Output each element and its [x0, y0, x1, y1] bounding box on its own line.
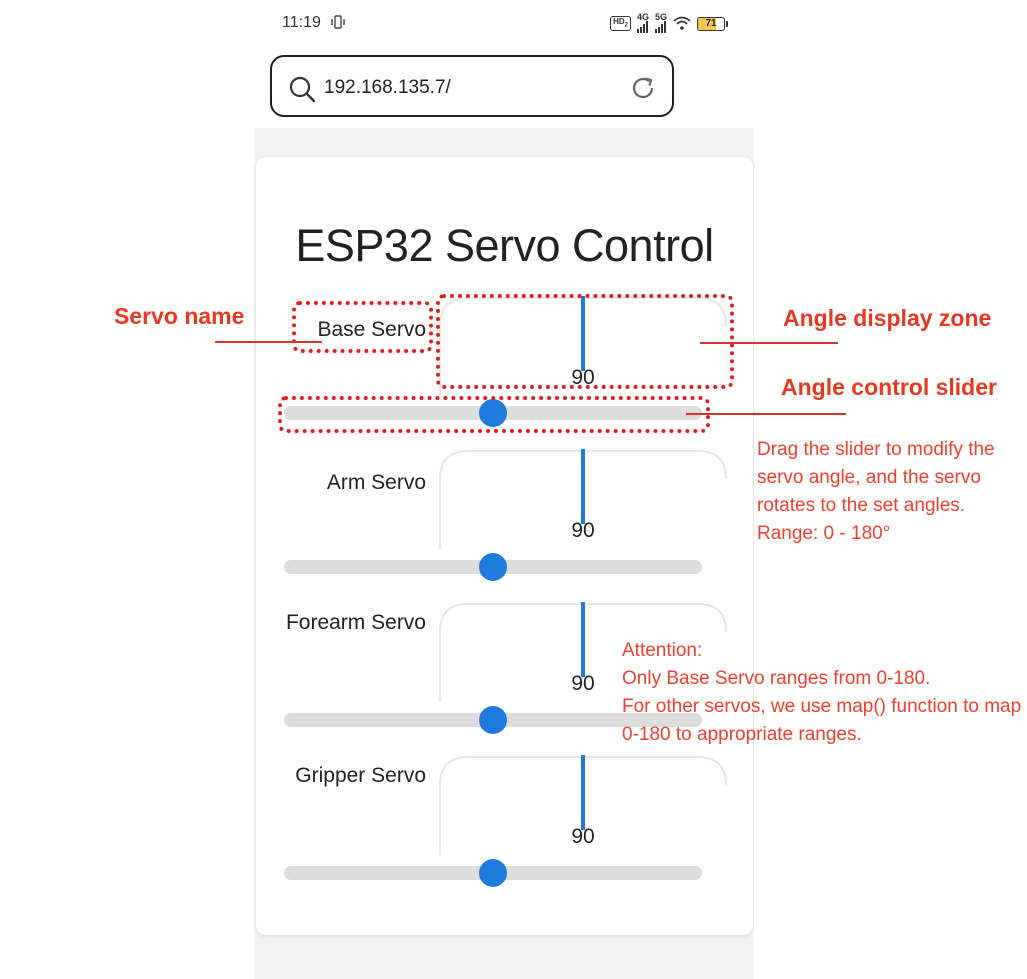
search-icon[interactable]	[288, 75, 316, 103]
angle-slider[interactable]	[284, 552, 702, 582]
drag-note: Drag the slider to modify the servo angl…	[757, 439, 995, 544]
annotation-servo-name: Servo name	[114, 303, 245, 329]
annotation-angle-slider: Angle control slider	[781, 374, 997, 400]
status-time: 11:19	[282, 14, 321, 31]
angle-value: 90	[571, 672, 595, 695]
angle-slider[interactable]	[284, 705, 702, 735]
slider-thumb[interactable]	[479, 553, 507, 581]
angle-value: 90	[571, 366, 595, 389]
reload-icon[interactable]	[630, 75, 656, 101]
battery-icon: 71	[697, 16, 728, 31]
status-bar: 11:19 HD2 4G 5G 71	[282, 12, 728, 34]
angle-value: 90	[571, 519, 595, 542]
gauge-arc	[439, 603, 727, 702]
net-4g: 4G	[636, 13, 649, 33]
attention-note: Attention: Only Base Servo ranges from 0…	[622, 640, 1022, 745]
slider-thumb[interactable]	[479, 399, 507, 427]
angle-slider-highlight	[278, 396, 710, 433]
servo-name: Gripper Servo	[295, 764, 426, 787]
annotation-angle-display: Angle display zone	[783, 305, 992, 331]
servo-name: Base Servo	[317, 318, 426, 341]
gauge-needle	[581, 449, 585, 524]
gauge-needle	[581, 296, 585, 371]
annotation-underline	[700, 342, 838, 344]
gauge-needle	[581, 755, 585, 830]
gauge-arc	[439, 297, 727, 396]
gauge-arc	[439, 756, 727, 855]
servo-name: Arm Servo	[326, 471, 426, 494]
wifi-icon	[673, 16, 691, 32]
angle-value: 90	[571, 825, 595, 848]
page-title: ESP32 Servo Control	[295, 220, 714, 271]
angle-gauge: 90	[438, 755, 728, 855]
angle-gauge: 90	[438, 296, 728, 396]
status-icons: HD2 4G 5G 71	[610, 13, 728, 33]
angle-slider[interactable]	[284, 858, 702, 888]
battery-level: 71	[705, 17, 717, 29]
angle-gauge: 90	[438, 602, 728, 702]
signal-icon	[654, 21, 666, 33]
servo-control-card: ESP32 Servo Control	[256, 157, 753, 935]
net-5g: 5G	[654, 13, 667, 33]
hd-badge: HD2	[610, 15, 631, 32]
slider-thumb[interactable]	[479, 706, 507, 734]
slider-thumb[interactable]	[479, 859, 507, 887]
gauge-needle	[581, 602, 585, 677]
annotation-underline	[215, 341, 322, 343]
signal-icon	[636, 21, 648, 33]
servo-name: Forearm Servo	[285, 611, 426, 634]
servo-name-highlight	[292, 301, 433, 353]
address-bar[interactable]: 192.168.135.7/	[270, 55, 674, 117]
angle-slider[interactable]	[284, 398, 702, 428]
url-text[interactable]: 192.168.135.7/	[324, 77, 451, 98]
angle-gauge: 90	[438, 449, 728, 549]
annotation-underline	[686, 413, 846, 415]
vibrate-icon	[330, 15, 346, 32]
gauge-arc	[439, 450, 727, 549]
angle-display-highlight	[436, 294, 734, 389]
